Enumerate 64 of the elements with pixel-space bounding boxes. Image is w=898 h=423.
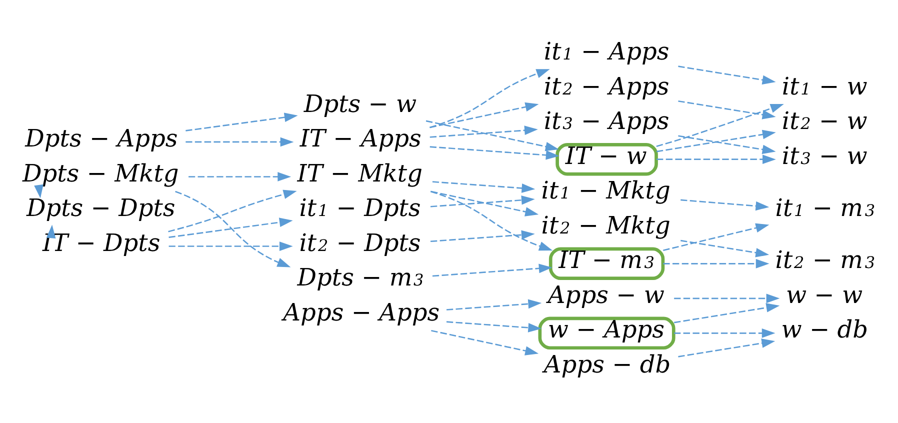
arrow: [680, 199, 770, 211]
node-text: it2 − Dpts: [299, 228, 421, 257]
node-text: w − w: [786, 280, 863, 309]
arrow: [656, 130, 776, 152]
node-text: it1 − Mktg: [541, 176, 670, 205]
node-box: w − Apps: [538, 316, 676, 350]
arrow: [431, 190, 539, 216]
node-text: it3 − w: [782, 142, 868, 170]
node-box: IT − w: [556, 142, 658, 176]
arrow: [175, 190, 291, 268]
arrow: [446, 321, 542, 332]
arrow: [430, 126, 538, 138]
arrow: [430, 69, 550, 128]
arrow: [432, 264, 552, 277]
node-text: it1 − m3: [775, 194, 876, 222]
arrow: [46, 224, 56, 238]
arrow: [674, 328, 776, 338]
arrow: [674, 303, 780, 324]
node-text: IT − Apps: [300, 124, 422, 153]
node-text: it1 − Apps: [544, 38, 670, 66]
arrow: [680, 240, 770, 258]
node-text: it2 − w: [782, 107, 868, 136]
arrow: [678, 338, 776, 358]
arrow: [430, 195, 535, 208]
arrow: [431, 330, 539, 356]
node-text: it2 − Apps: [544, 72, 670, 100]
arrow: [678, 135, 776, 154]
node-text: Dpts − Apps: [25, 124, 178, 153]
arrow: [446, 299, 542, 310]
arrow: [430, 190, 553, 251]
node-text: it1 − Dpts: [299, 194, 421, 222]
arrow: [432, 181, 536, 193]
arrow: [188, 172, 292, 182]
node-text: Dpts − Dpts: [26, 194, 176, 222]
node-text: it2 − Mktg: [541, 211, 670, 240]
arrow: [168, 218, 293, 238]
node-box: IT − m3: [548, 247, 665, 280]
node-text: Apps − db: [544, 350, 671, 378]
node-text: IT − Mktg: [297, 159, 422, 188]
arrow: [656, 104, 784, 148]
arrow: [186, 137, 294, 147]
node-text: Dpts − Mktg: [22, 159, 179, 188]
arrow: [674, 294, 780, 304]
node-text: Apps − w: [548, 280, 664, 309]
arrow: [663, 223, 770, 251]
arrow: [186, 112, 298, 132]
arrow: [663, 258, 770, 268]
node-text: w − db: [781, 316, 868, 344]
arrow: [430, 230, 535, 242]
arrow: [426, 120, 559, 152]
node-text: Apps − Apps: [283, 298, 440, 326]
node-text: Dpts − m3: [297, 264, 424, 292]
node-text: it3 − Apps: [544, 107, 670, 136]
node-text: it2 − m3: [775, 246, 876, 274]
arrow: [168, 242, 293, 251]
arrow: [34, 184, 44, 198]
arrow: [430, 102, 539, 128]
node-text: it1 − w: [782, 72, 868, 100]
arrow: [656, 154, 776, 164]
arrow: [678, 66, 776, 85]
node-text: Dpts − w: [304, 90, 417, 118]
arrow: [430, 146, 560, 160]
arrow: [168, 190, 297, 232]
arrow: [678, 100, 776, 120]
